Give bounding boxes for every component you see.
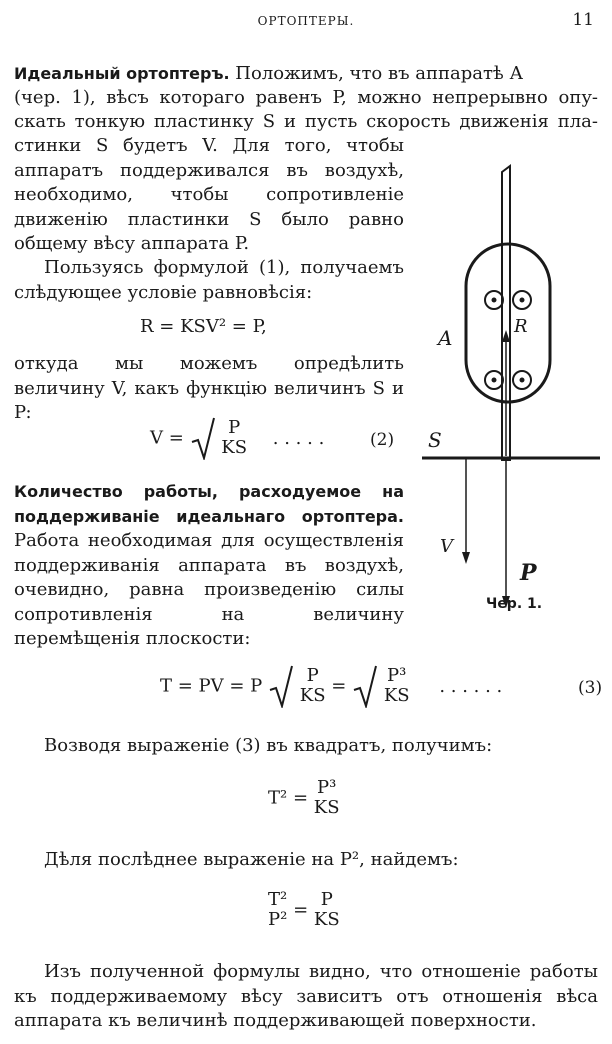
leader-dots: . . . . . . [439,675,503,697]
arrow-head-up-icon [502,330,510,342]
denominator: KS [299,685,326,706]
paragraph-ideal-orthopter-line1: Идеальный ортоптеръ. Положимъ, что въ ап… [14,62,598,87]
fraction: T² P² [268,890,287,930]
equation-5: T² P² = P KS [268,890,340,930]
paragraph-text: Положимъ, что въ аппаратѣ А [235,63,524,84]
figure-caption: Чер. 1. [486,596,543,612]
equation-2: V = P KS . . . . . [150,416,324,464]
wheel-hub [519,297,525,303]
paragraph-equilibrium: Пользуясь формулой (1), получаемъ слѣдую… [14,257,404,303]
vertical-plate [501,164,511,461]
denominator: P² [268,909,288,930]
fraction: P³ KS [314,778,340,818]
radical-sign [269,665,293,710]
denominator: KS [313,797,340,818]
paragraph-ideal-orthopter-rest: стинки S будетъ V. Для того, чтобы аппар… [14,135,404,254]
figure-orthopter [422,164,600,608]
numerator: P [228,417,241,438]
equals-sign: = [293,899,309,921]
arrow-head-down-icon [502,596,510,608]
equation-number-2: (2) [370,430,395,450]
figure-label-r: R [514,316,528,337]
page-header: ОРТОПТЕРЫ. 11 [0,10,612,34]
running-title: ОРТОПТЕРЫ. [257,14,355,28]
equation-4: T² = P³ KS [268,778,340,818]
numerator: P³ [316,777,337,798]
numerator: P [320,889,333,910]
wheel-top-right [512,290,532,310]
figure-label-s: S [428,428,442,452]
equals-sign: = [331,675,347,697]
fraction: P³ KS [384,666,410,706]
figure-label-a: A [438,326,453,350]
wheel-bottom-left [484,370,504,390]
paragraph-line: (чер. 1), вѣсъ котораго равенъ P, можно … [14,87,598,108]
equation-number-3: (3) [578,678,603,698]
denominator: KS [313,909,340,930]
paragraph-conclusion: Изъ полученной формулы видно, что отноше… [14,961,598,1031]
page-number: 11 [572,10,594,30]
radical-sign [191,417,215,462]
figure-label-v: V [440,536,453,557]
denominator: KS [383,685,410,706]
numerator: P³ [387,665,407,686]
equation-lhs: T² = [268,787,309,809]
fraction: P KS [221,418,247,458]
wheel-hub [491,297,497,303]
section-heading-ideal-orthopter: Идеальный ортоптеръ. [14,64,230,83]
equation-lhs: V = [150,427,184,449]
arrow-head-down-icon [462,552,470,564]
wheel-bottom-right [512,370,532,390]
paragraph-velocity: откуда мы можемъ опредѣлить величину V, … [14,353,404,423]
fraction: P KS [300,666,326,706]
section-heading-work: Количество работы, расходуемое на поддер… [14,482,404,526]
wheel-hub [519,377,525,383]
wheel-hub [491,377,497,383]
numerator: T² [268,889,288,910]
equation-equilibrium: R = KSV² = P, [140,316,267,337]
denominator: KS [221,437,248,458]
paragraph-squaring: Возводя выраженіе (3) въ квадратъ, получ… [44,735,493,756]
paragraph-text: Работа необходимая для осуществленія под… [14,530,404,649]
leader-dots: . . . . . [272,427,325,449]
numerator: P [306,665,319,686]
figure-label-p: P [520,560,537,586]
equation-3: T = PV = P P KS = P³ KS . . . . . . [160,664,502,712]
equation-lhs: T = PV = P [160,675,263,697]
wheel-top-left [484,290,504,310]
paragraph-line: скать тонкую пластинку S и пусть скорост… [14,111,598,132]
fraction: P KS [314,890,340,930]
paragraph-work-heading: Количество работы, расходуемое на поддер… [14,480,404,652]
paragraph-dividing: Дѣля послѣднее выраженіе на P², найдемъ: [44,849,459,870]
radical-sign [353,665,378,710]
apparatus-body [464,242,552,404]
